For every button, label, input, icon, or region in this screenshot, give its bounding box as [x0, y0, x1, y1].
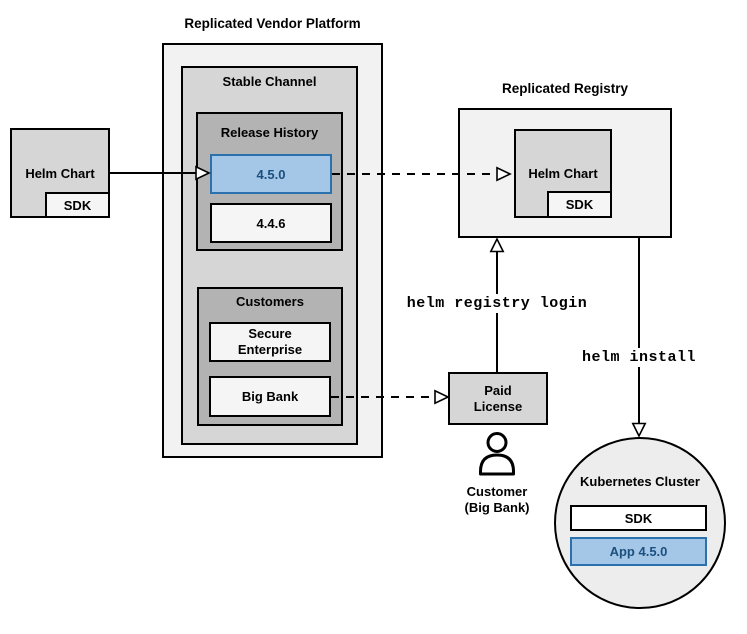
arrow-helm-install [631, 238, 647, 438]
stable-channel-label: Stable Channel [222, 74, 317, 89]
customers-label: Customers [236, 294, 304, 309]
helm-chart-label: Helm Chart [25, 165, 95, 181]
customer-secure-enterprise: Secure Enterprise [209, 322, 331, 362]
sdk-label: SDK [63, 197, 92, 213]
customer-big-bank: Big Bank [209, 376, 331, 417]
cmd-helm-registry-login: helm registry login [397, 294, 597, 313]
cmd-text: helm registry login [403, 294, 591, 313]
kubernetes-cluster-label: Kubernetes Cluster [580, 474, 700, 489]
customer-name-label: Secure Enterprise [237, 326, 303, 357]
cmd-text: helm install [578, 348, 700, 367]
release-version-label: 4.5.0 [256, 166, 286, 182]
sdk-box: SDK [45, 192, 110, 218]
customer-caption-line1: Customer [466, 484, 528, 499]
helm-chart-label: Helm Chart [528, 166, 598, 181]
sdk-label: SDK [565, 197, 594, 212]
sdk-box: SDK [570, 505, 707, 531]
person-icon [479, 432, 515, 476]
platform-title: Replicated Vendor Platform [184, 16, 361, 31]
sdk-label: SDK [624, 510, 653, 526]
cmd-helm-install: helm install [544, 348, 734, 367]
release-version-label: 4.4.6 [256, 215, 286, 231]
release-version-4-5-0: 4.5.0 [210, 154, 332, 194]
app-4-5-0-box: App 4.5.0 [570, 537, 707, 566]
paid-license-label: Paid License [473, 382, 523, 414]
release-history-label: Release History [220, 125, 319, 140]
customer-caption: Customer (Big Bank) [438, 484, 556, 516]
app-version-label: App 4.5.0 [609, 544, 668, 559]
release-version-4-4-6: 4.4.6 [210, 203, 332, 243]
paid-license-box: Paid License [448, 372, 548, 425]
customer-name-label: Big Bank [241, 389, 299, 404]
sdk-box: SDK [547, 191, 612, 218]
customer-caption-line2: (Big Bank) [464, 500, 530, 515]
registry-title: Replicated Registry [501, 81, 629, 96]
